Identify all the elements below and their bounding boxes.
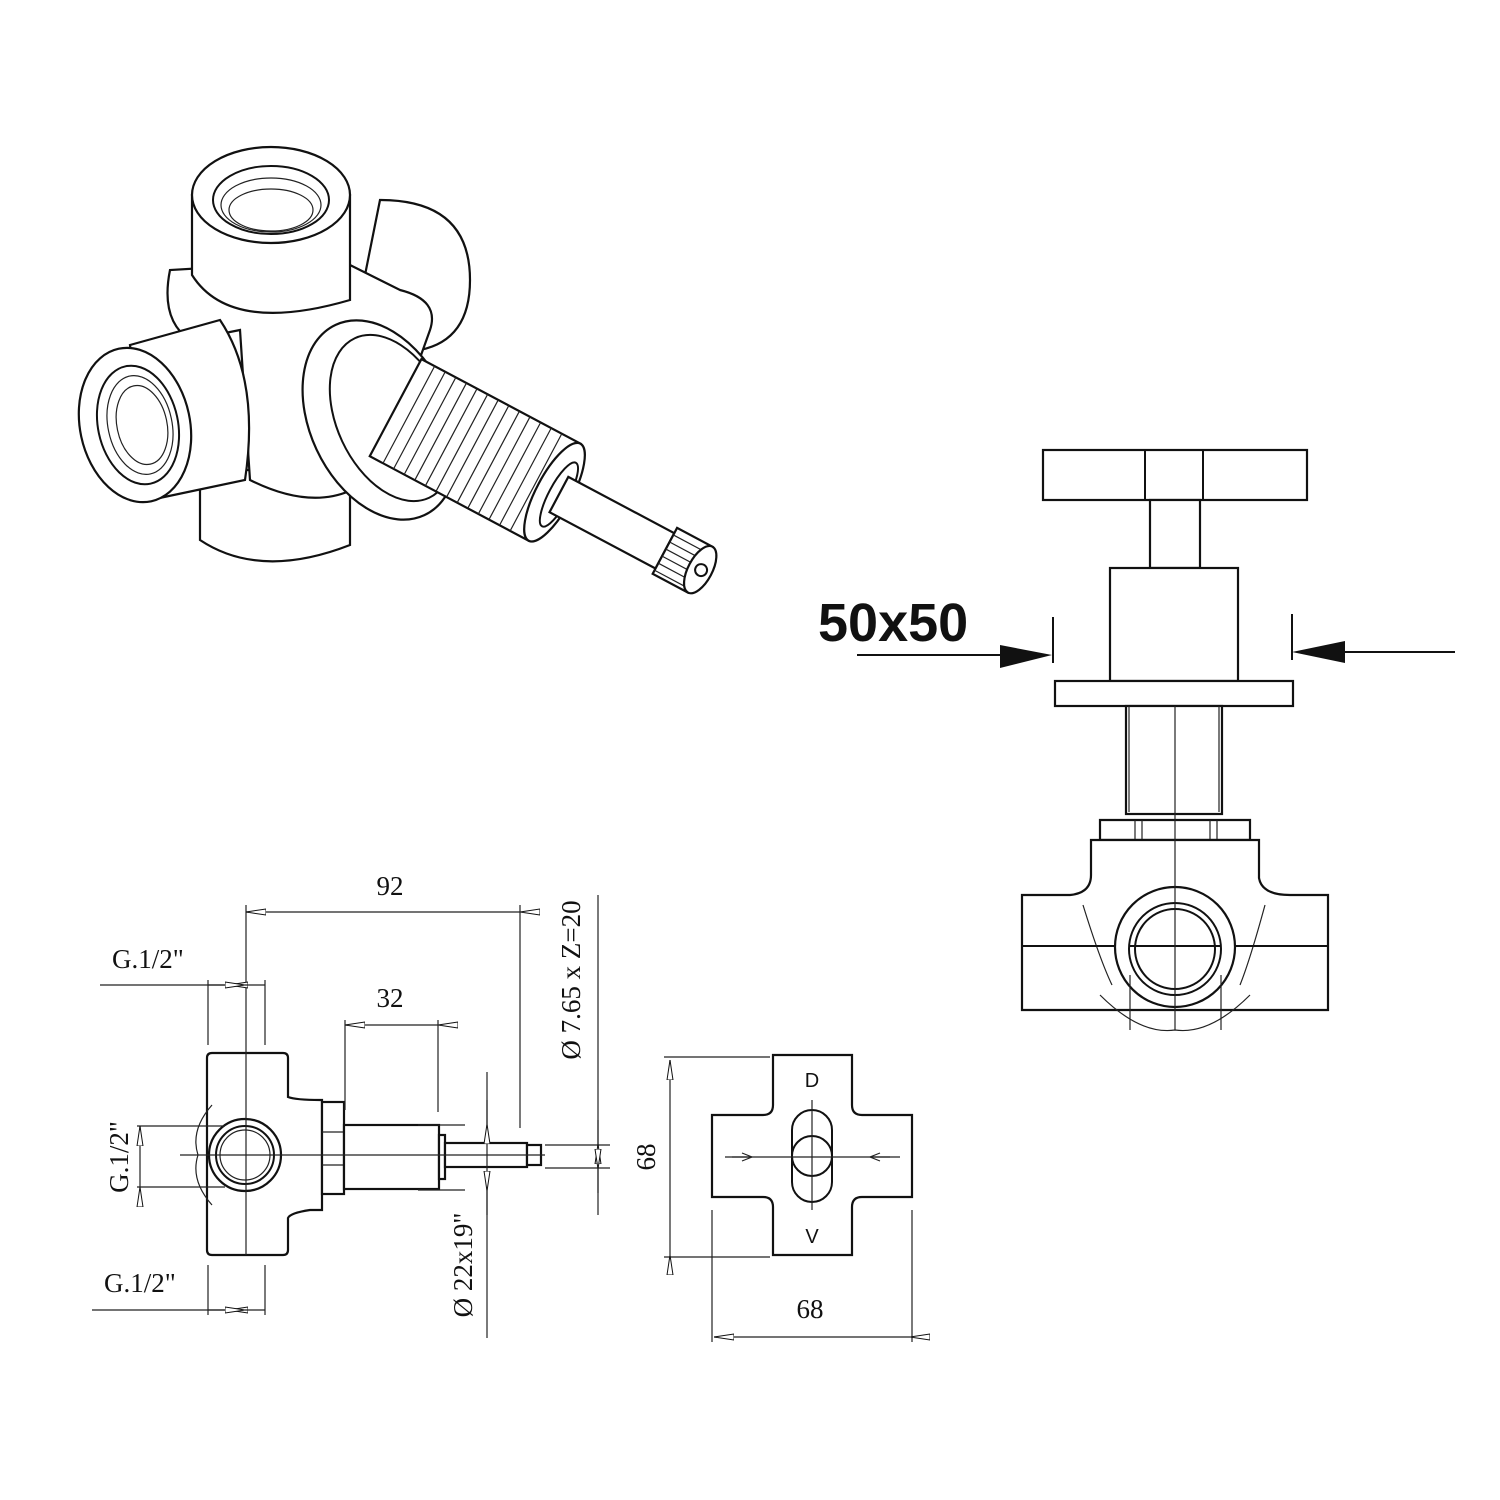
left-dimension-arrow-icon — [1000, 645, 1052, 668]
thread-label: Ø 22x19" — [448, 1213, 478, 1318]
top-port-label: G.1/2" — [112, 944, 184, 974]
cross-handle — [1041, 448, 1309, 502]
bottom-port-label: G.1/2" — [104, 1268, 176, 1298]
cover-cap — [1108, 566, 1240, 683]
isometric-valve-view — [77, 145, 718, 595]
plate-width-label: 68 — [797, 1294, 824, 1324]
front-view: 50x50 — [818, 448, 1455, 1032]
right-arrow-icon — [732, 1152, 754, 1162]
plate-bottom-letter: V — [805, 1226, 819, 1248]
plate-height-label: 68 — [631, 1144, 661, 1171]
side-view: 92 G.1/2" 32 G.1/2" G.1/2" Ø 22x19" — [92, 871, 610, 1338]
plate-top-letter: D — [805, 1070, 819, 1092]
left-arrow-icon — [868, 1152, 890, 1162]
side-port-label: G.1/2" — [104, 1121, 134, 1193]
overall-length-label: 92 — [377, 871, 404, 901]
shank-length-label: 32 — [377, 983, 404, 1013]
face-size-label: 50x50 — [818, 593, 968, 653]
spindle-label: Ø 7.65 x Z=20 — [556, 900, 586, 1059]
plate-view: D V 68 68 — [631, 1053, 912, 1342]
right-dimension-arrow-icon — [1292, 641, 1345, 663]
wall-plate — [1053, 679, 1295, 708]
